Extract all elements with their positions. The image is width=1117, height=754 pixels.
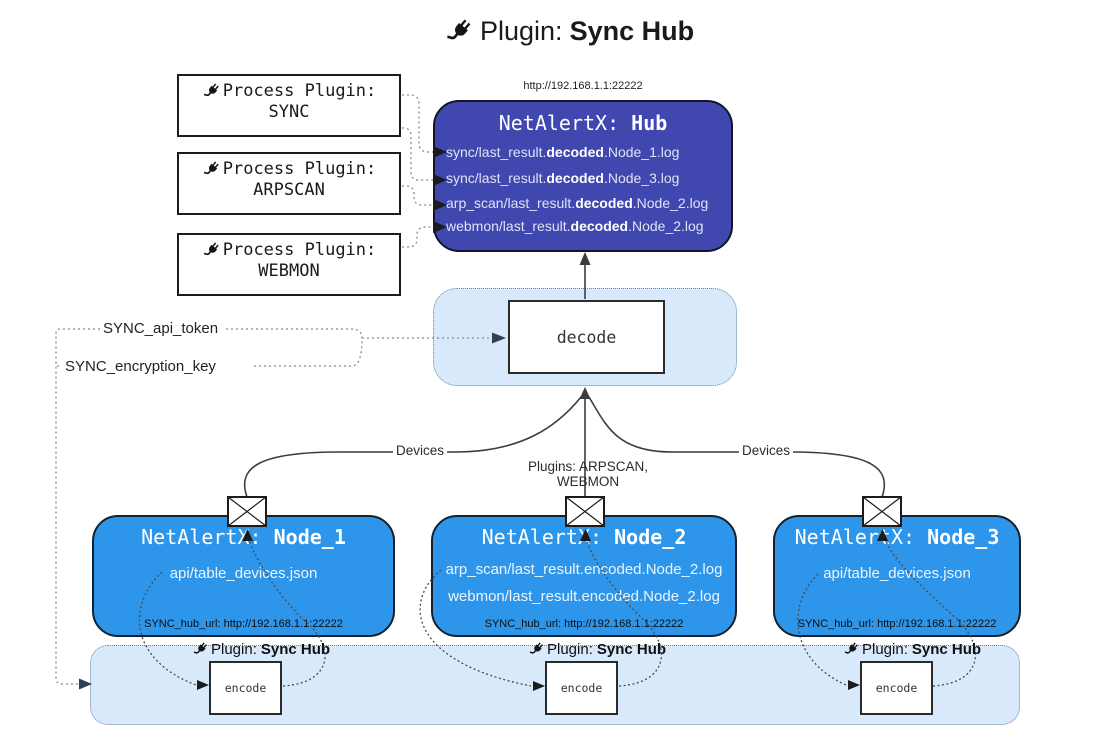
power-plug-icon (447, 18, 471, 39)
power-plug-icon (203, 242, 219, 255)
node-line: api/table_devices.json (823, 565, 971, 582)
power-plug-icon (529, 642, 543, 654)
hub-title: NetAlertX: Hub (498, 111, 668, 135)
encode-bar-label: Plugin:Sync Hub (192, 641, 330, 658)
node-line: webmon/last_result.encoded.Node_2.log (448, 588, 720, 605)
hub-url-label: http://192.168.1.1:22222 (523, 80, 643, 92)
power-plug-icon (844, 642, 858, 654)
power-plug-icon (203, 83, 219, 96)
title-name: Sync Hub (569, 16, 695, 46)
node-box-node-2: NetAlertX: Node_2 arp_scan/last_result.e… (431, 515, 737, 637)
label-sync-encryption-key: SYNC_encryption_key (62, 358, 219, 375)
edge-label-devices-left: Devices (393, 443, 448, 458)
node-line: api/table_devices.json (169, 565, 318, 582)
node-hub-url: SYNC_hub_url: http://192.168.1.1:22222 (484, 618, 684, 630)
encode-bar-label: Plugin:Sync Hub (843, 641, 981, 658)
power-plug-icon (203, 161, 219, 174)
encode-bar-label: Plugin:Sync Hub (528, 641, 666, 658)
hub-log-line: sync/last_result.decoded.Node_1.log (446, 144, 680, 160)
title-prefix: Plugin: (480, 16, 563, 46)
process-plugin-label: Process Plugin: (222, 240, 377, 260)
encode-box-2: encode (545, 661, 618, 715)
node-hub-url: SYNC_hub_url: http://192.168.1.1:22222 (144, 618, 343, 630)
process-plugin-box-arpscan: Process Plugin: ARPSCAN (177, 152, 401, 215)
node-box-node-1: NetAlertX: Node_1 api/table_devices.json… (92, 515, 395, 637)
envelope-icon (565, 496, 605, 527)
encode-box-3: encode (860, 661, 933, 715)
process-plugin-label: Process Plugin: (222, 159, 377, 179)
node-line: arp_scan/last_result.encoded.Node_2.log (445, 561, 723, 578)
node-title: NetAlertX: Node_2 (481, 525, 687, 549)
node-box-node-3: NetAlertX: Node_3 api/table_devices.json… (773, 515, 1021, 637)
hub-log-line: arp_scan/last_result.decoded.Node_2.log (446, 195, 709, 211)
power-plug-icon (193, 642, 207, 654)
edge-label-plugins: Plugins: ARPSCAN, WEBMON (527, 459, 649, 489)
page-title: Plugin: Sync Hub (444, 16, 694, 47)
decode-box: decode (508, 300, 665, 374)
process-plugin-name: ARPSCAN (253, 180, 325, 200)
hub-log-line: webmon/last_result.decoded.Node_2.log (446, 218, 704, 234)
node-title: NetAlertX: Node_3 (794, 525, 1000, 549)
envelope-icon (862, 496, 902, 527)
envelope-icon (227, 496, 267, 527)
process-plugin-name: WEBMON (258, 261, 320, 281)
process-plugin-box-sync: Process Plugin: SYNC (177, 74, 401, 137)
node-title: NetAlertX: Node_1 (141, 525, 346, 549)
node-hub-url: SYNC_hub_url: http://192.168.1.1:22222 (797, 618, 997, 630)
process-plugin-name: SYNC (268, 102, 310, 122)
process-plugin-label: Process Plugin: (222, 81, 377, 101)
edge-label-devices-right: Devices (739, 443, 794, 458)
encode-box-1: encode (209, 661, 282, 715)
hub-log-line: sync/last_result.decoded.Node_3.log (446, 169, 680, 186)
hub-box: NetAlertX: Hub sync/last_result.decoded.… (433, 100, 733, 252)
process-plugin-box-webmon: Process Plugin: WEBMON (177, 233, 401, 296)
label-sync-api-token: SYNC_api_token (100, 320, 222, 337)
